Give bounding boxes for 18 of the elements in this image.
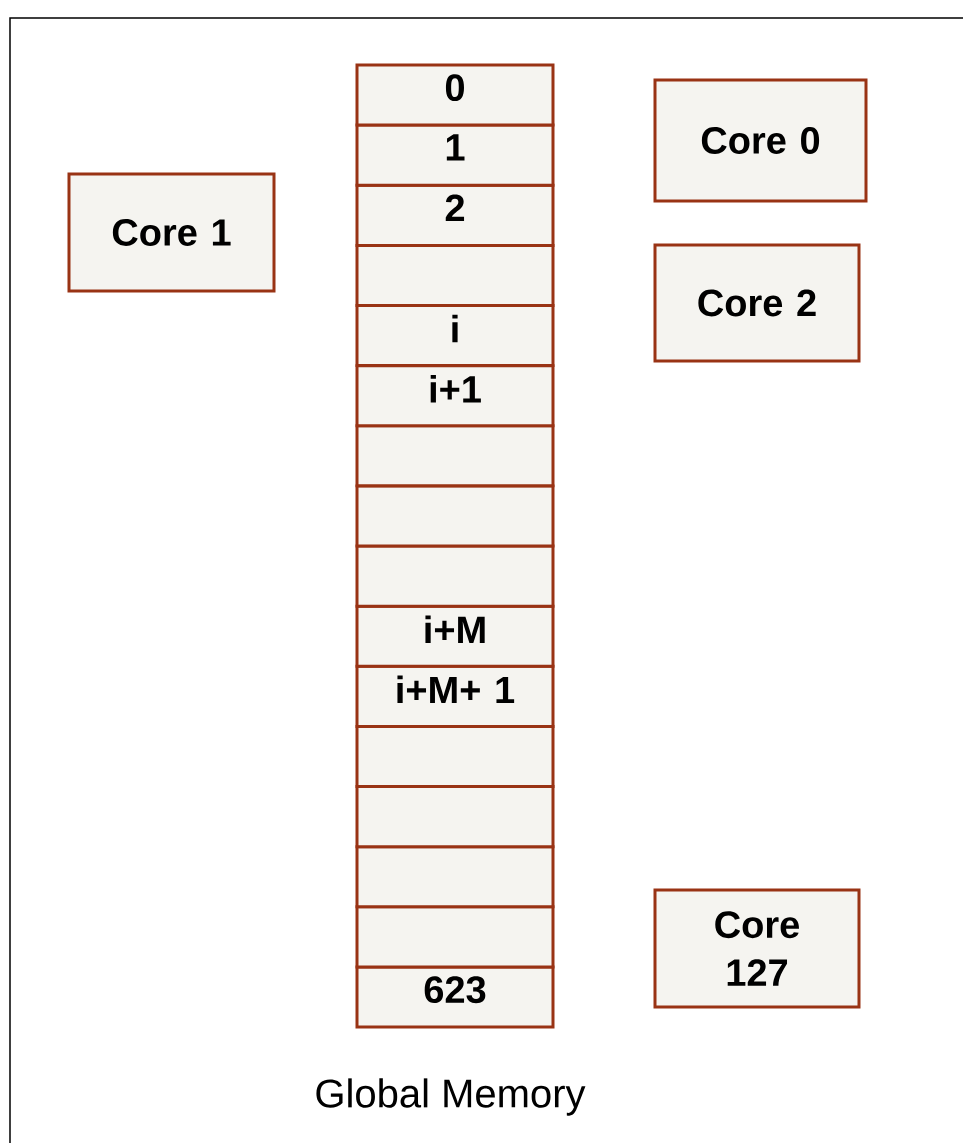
empty-memory-cell: [355, 905, 555, 969]
empty-memory-cell: [355, 785, 555, 849]
memory-cell: i+1: [355, 364, 555, 428]
memory-cell: 0: [355, 63, 555, 127]
caption-text: Global Memory: [316, 1078, 586, 1116]
core-box: Core 0: [653, 78, 868, 203]
memory-cell: 2: [355, 183, 555, 247]
memory-cell: i: [355, 304, 555, 368]
core-box: Core 1: [67, 172, 276, 293]
empty-memory-cell: [355, 484, 555, 548]
memory-cell: 1: [355, 123, 555, 187]
empty-memory-cell: [355, 424, 555, 488]
memory-cell: i+M+ 1: [355, 664, 555, 728]
core-box: Core 2: [653, 243, 861, 363]
core-box: Core 127: [653, 888, 861, 1009]
memory-cell: 623: [355, 965, 555, 1029]
memory-cell: i+M: [355, 604, 555, 668]
empty-memory-cell: [355, 845, 555, 909]
